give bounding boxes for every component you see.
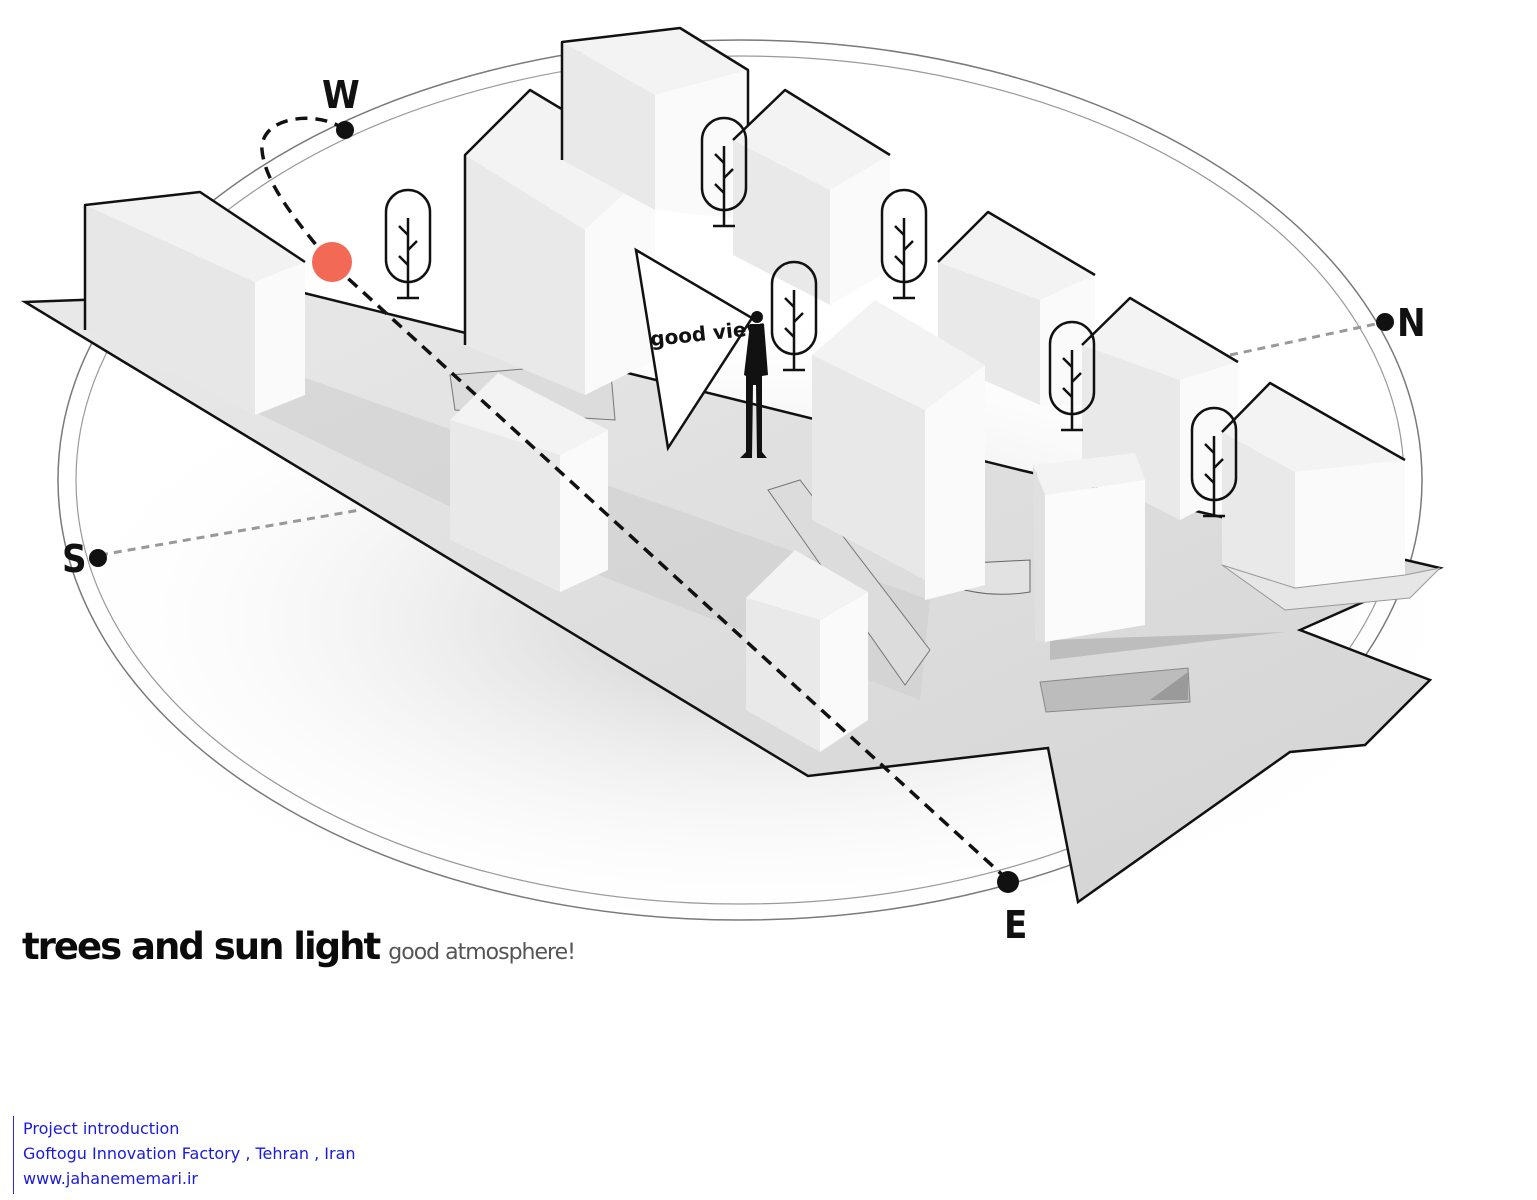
footer-info: Project introduction Goftogu Innovation … (13, 1116, 356, 1194)
tree-icon (384, 188, 432, 300)
caption-subtitle: good atmosphere! (388, 940, 576, 965)
caption-title: trees and sun light (22, 925, 381, 968)
compass-north-label: N (1397, 301, 1426, 345)
building-11 (746, 550, 868, 752)
footer-line-2: Goftogu Innovation Factory , Tehran , Ir… (23, 1144, 356, 1163)
compass-south-label: S (62, 537, 87, 581)
buildings (83, 26, 1441, 752)
sun-path (260, 116, 1010, 882)
south-point (89, 549, 107, 567)
building-8 (812, 300, 985, 600)
view-cone (634, 247, 754, 452)
person-icon (740, 311, 768, 458)
building-4 (732, 88, 891, 305)
site-diagram: W N S E good view (20, 26, 1480, 947)
compass-east-label: E (1004, 903, 1027, 947)
building-2 (463, 88, 656, 395)
building-10 (450, 373, 608, 592)
building-7 (1221, 381, 1441, 611)
grate (1039, 667, 1191, 713)
footer-line-1: Project introduction (23, 1119, 180, 1138)
diagram-caption: trees and sun light good atmosphere! (22, 925, 576, 968)
north-point (1376, 313, 1394, 331)
west-point (336, 121, 354, 139)
building-1 (83, 190, 306, 415)
compass-west-label: W (322, 73, 360, 117)
building-9 (1033, 453, 1145, 642)
east-point (997, 871, 1019, 893)
footer-line-3: www.jahanememari.ir (23, 1169, 199, 1188)
sun-icon (312, 242, 352, 282)
